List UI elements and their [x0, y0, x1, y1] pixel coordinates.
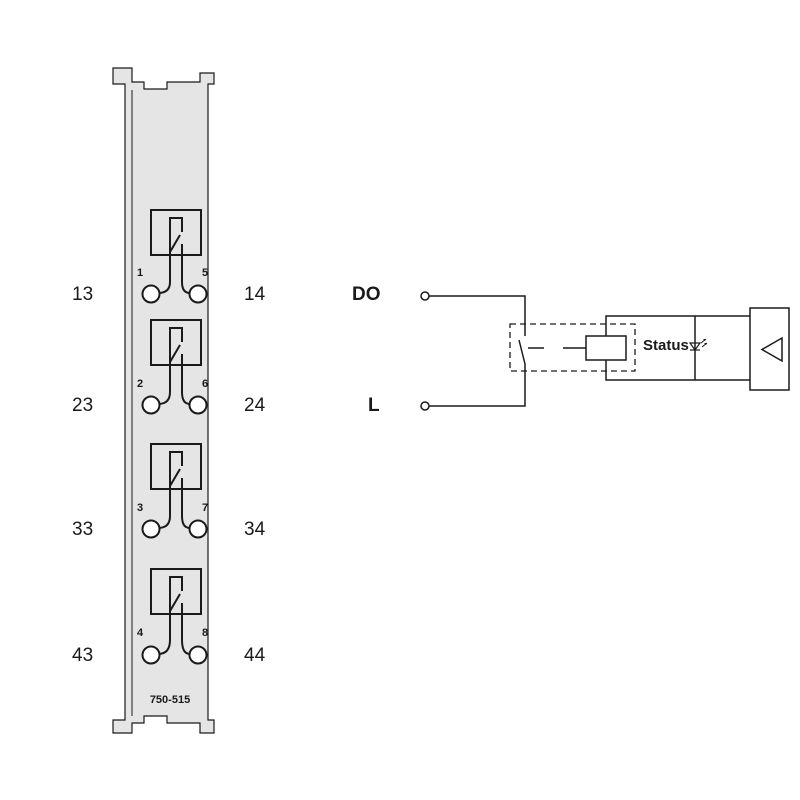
pin-number: 7 — [202, 502, 208, 514]
wire-l — [429, 364, 526, 407]
status-led-icon — [688, 338, 708, 352]
bus-direction-icon — [760, 336, 783, 363]
relay-box — [150, 568, 202, 615]
contact-label-left: 33 — [72, 519, 93, 540]
contact-label-left: 43 — [72, 645, 93, 666]
contact-labels: 13 14 23 24 33 34 43 44 — [72, 284, 266, 666]
module-body — [112, 67, 215, 734]
switch-contact — [169, 593, 181, 612]
bus-interface-block — [749, 307, 790, 391]
terminal-socket-5[interactable] — [188, 284, 208, 304]
relay-channel-2: 2 6 — [137, 319, 208, 415]
relay-box — [150, 443, 202, 490]
terminal-socket-8[interactable] — [188, 645, 208, 665]
relay-box — [150, 319, 202, 366]
terminal-l[interactable] — [420, 401, 430, 411]
contact-label-left: 13 — [72, 284, 93, 305]
terminal-socket-6[interactable] — [188, 395, 208, 415]
wire-do — [429, 295, 526, 336]
pin-number: 8 — [202, 627, 208, 639]
terminal-label-l: L — [368, 395, 380, 416]
schematic: DO L Status — [352, 284, 790, 416]
status-label: Status — [643, 337, 689, 354]
terminal-socket-3[interactable] — [141, 519, 161, 539]
contact-label-right: 24 — [244, 395, 266, 416]
switch-contact — [169, 344, 181, 363]
relay-channel-4: 4 8 — [137, 568, 208, 665]
relay-switch-contact — [518, 339, 526, 365]
contact-label-right: 44 — [244, 645, 266, 666]
pin-number: 1 — [137, 267, 143, 279]
relay-channel-3: 3 7 — [137, 443, 208, 539]
terminal-do[interactable] — [420, 291, 430, 301]
switch-contact — [169, 234, 181, 253]
module-750-515: 1 5 2 6 3 7 — [112, 67, 215, 734]
contact-label-right: 14 — [244, 284, 266, 305]
relay-box — [150, 209, 202, 256]
terminal-socket-1[interactable] — [141, 284, 161, 304]
terminal-socket-7[interactable] — [188, 519, 208, 539]
contact-label-left: 23 — [72, 395, 93, 416]
pin-number: 4 — [137, 627, 144, 639]
relay-coil — [585, 335, 627, 361]
pin-number: 2 — [137, 378, 143, 390]
pin-number: 6 — [202, 378, 208, 390]
part-number-label: 750-515 — [150, 694, 190, 706]
terminal-socket-2[interactable] — [141, 395, 161, 415]
relay-enclosure — [509, 323, 636, 372]
contact-label-right: 34 — [244, 519, 266, 540]
terminal-label-do: DO — [352, 284, 381, 305]
pin-number: 5 — [202, 267, 208, 279]
relay-channel-1: 1 5 — [137, 209, 208, 304]
terminal-socket-4[interactable] — [141, 645, 161, 665]
switch-contact — [169, 468, 181, 487]
pin-number: 3 — [137, 502, 143, 514]
